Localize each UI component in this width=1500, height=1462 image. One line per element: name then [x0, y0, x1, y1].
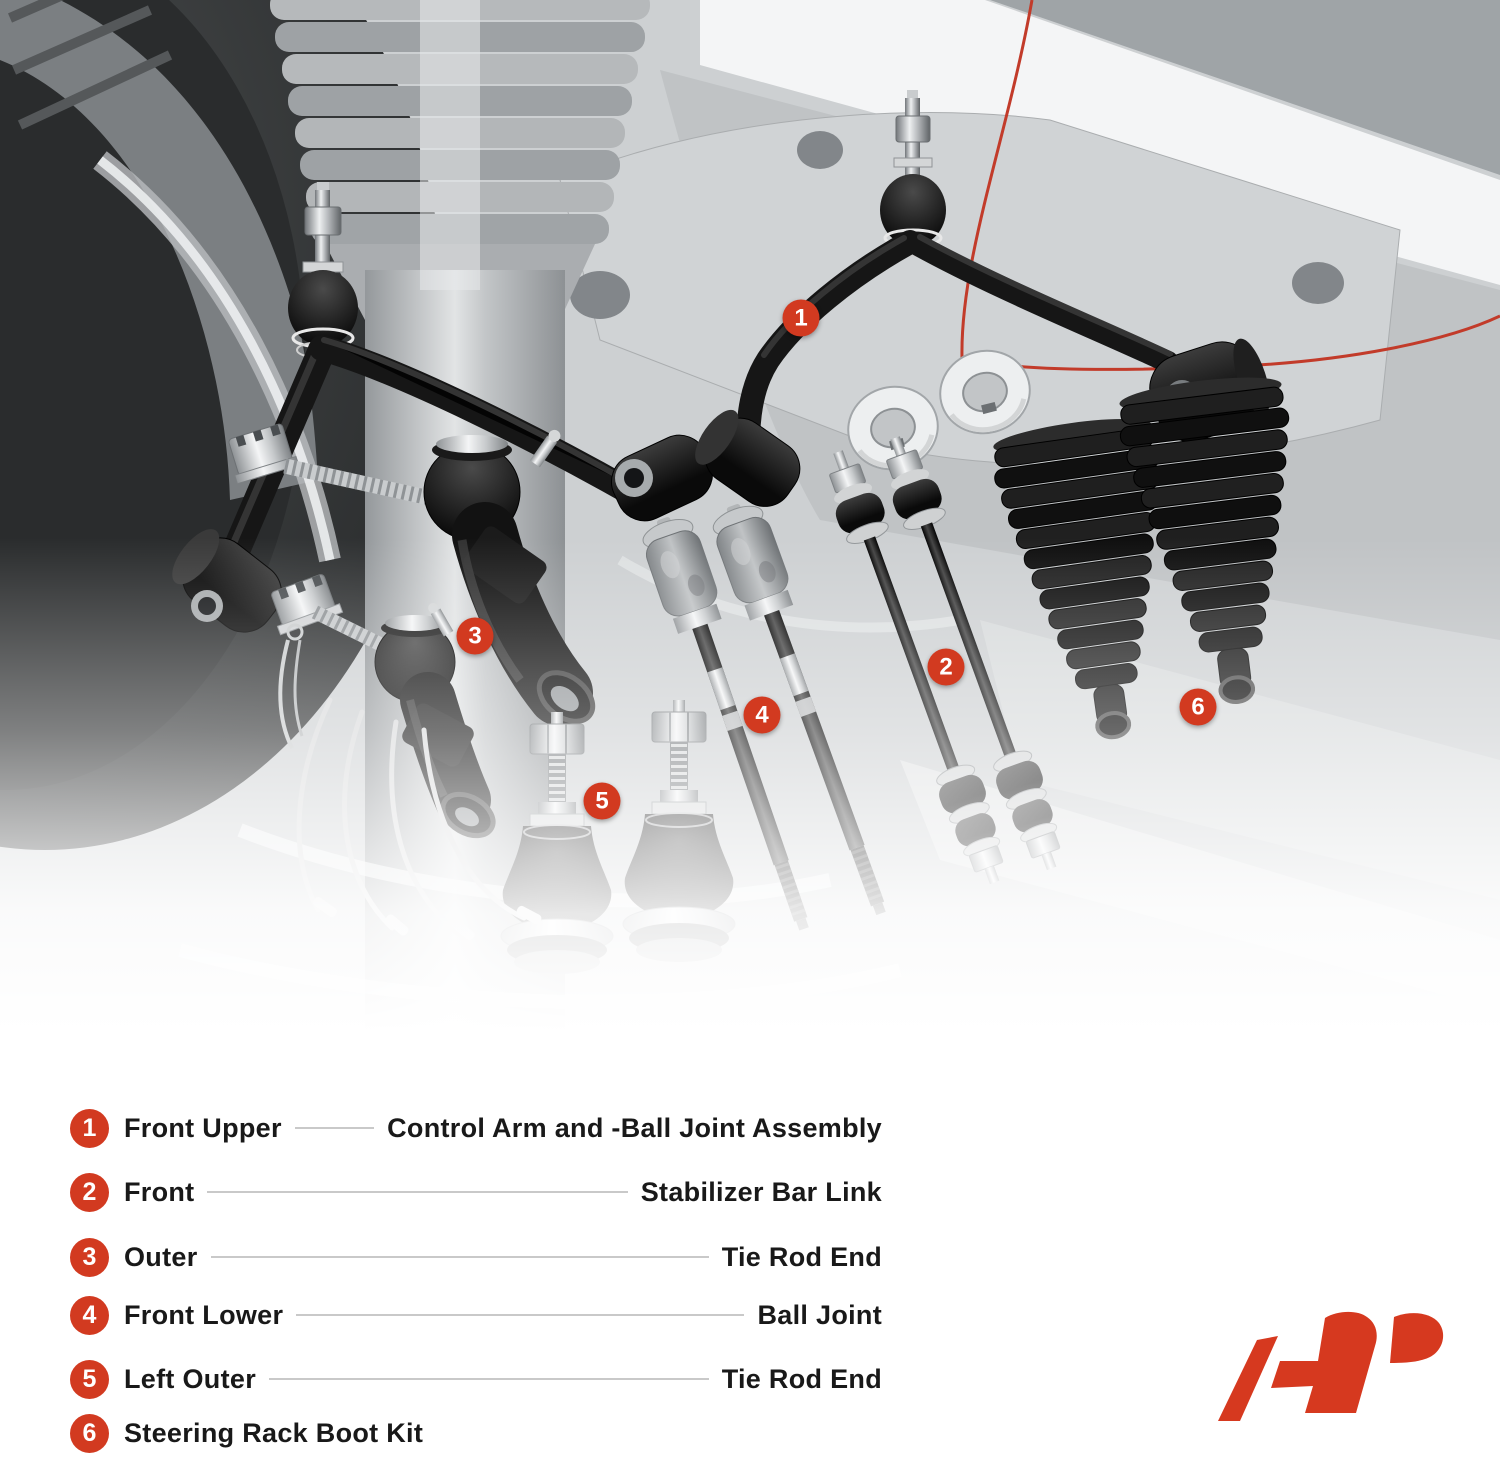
legend-left-label: Front — [124, 1176, 195, 1207]
legend-left-label: Left Outer — [124, 1363, 257, 1394]
legend-left-label: Steering Rack Boot Kit — [124, 1417, 424, 1448]
legend-left-label: Front Upper — [124, 1112, 282, 1143]
legend-right-label: Control Arm and -Ball Joint Assembly — [387, 1112, 882, 1143]
marker-number: 5 — [595, 787, 609, 815]
part-marker-4: 4 — [743, 696, 781, 734]
marker-number: 2 — [939, 653, 953, 681]
legend-connector-line — [294, 1127, 375, 1129]
part-marker-2: 2 — [927, 648, 965, 686]
part-marker-5: 5 — [583, 782, 621, 820]
marker-number: 1 — [794, 304, 808, 332]
legend-connector-line — [210, 1256, 709, 1258]
legend-right-label: Tie Rod End — [721, 1363, 882, 1394]
parts-scene — [0, 0, 1500, 1075]
part-marker-1: 1 — [782, 299, 820, 337]
legend-row-2: 2 Front Stabilizer Bar Link — [70, 1171, 882, 1213]
part-marker-6: 6 — [1179, 688, 1217, 726]
legend-row-3: 3 Outer Tie Rod End — [70, 1236, 882, 1278]
legend-row-4: 4 Front Lower Ball Joint — [70, 1294, 882, 1336]
legend-connector-line — [296, 1314, 745, 1316]
legend-right-label: Ball Joint — [757, 1299, 882, 1330]
legend-number-badge: 4 — [70, 1295, 109, 1335]
legend-number-badge: 3 — [70, 1237, 109, 1277]
photo-area — [0, 0, 1500, 1075]
legend-connector-line — [269, 1378, 709, 1380]
legend-number-badge: 6 — [70, 1413, 109, 1453]
legend-right-label: Stabilizer Bar Link — [640, 1176, 882, 1207]
legend-row-5: 5 Left Outer Tie Rod End — [70, 1358, 882, 1400]
legend-row-1: 1 Front Upper Control Arm and -Ball Join… — [70, 1107, 882, 1149]
marker-number: 3 — [468, 622, 482, 650]
a-premium-logo — [1218, 1311, 1444, 1421]
marker-number: 4 — [755, 701, 769, 729]
legend-number-badge: 5 — [70, 1359, 109, 1399]
legend-connector-line — [207, 1191, 628, 1193]
legend-left-label: Front Lower — [124, 1299, 284, 1330]
legend-row-6: 6 Steering Rack Boot Kit — [70, 1412, 882, 1454]
part-marker-3: 3 — [456, 617, 494, 655]
legend-number-badge: 1 — [70, 1108, 109, 1148]
legend-left-label: Outer — [124, 1241, 198, 1272]
marker-number: 6 — [1191, 693, 1205, 721]
legend-right-label: Tie Rod End — [721, 1241, 882, 1272]
legend-number-badge: 2 — [70, 1172, 109, 1212]
